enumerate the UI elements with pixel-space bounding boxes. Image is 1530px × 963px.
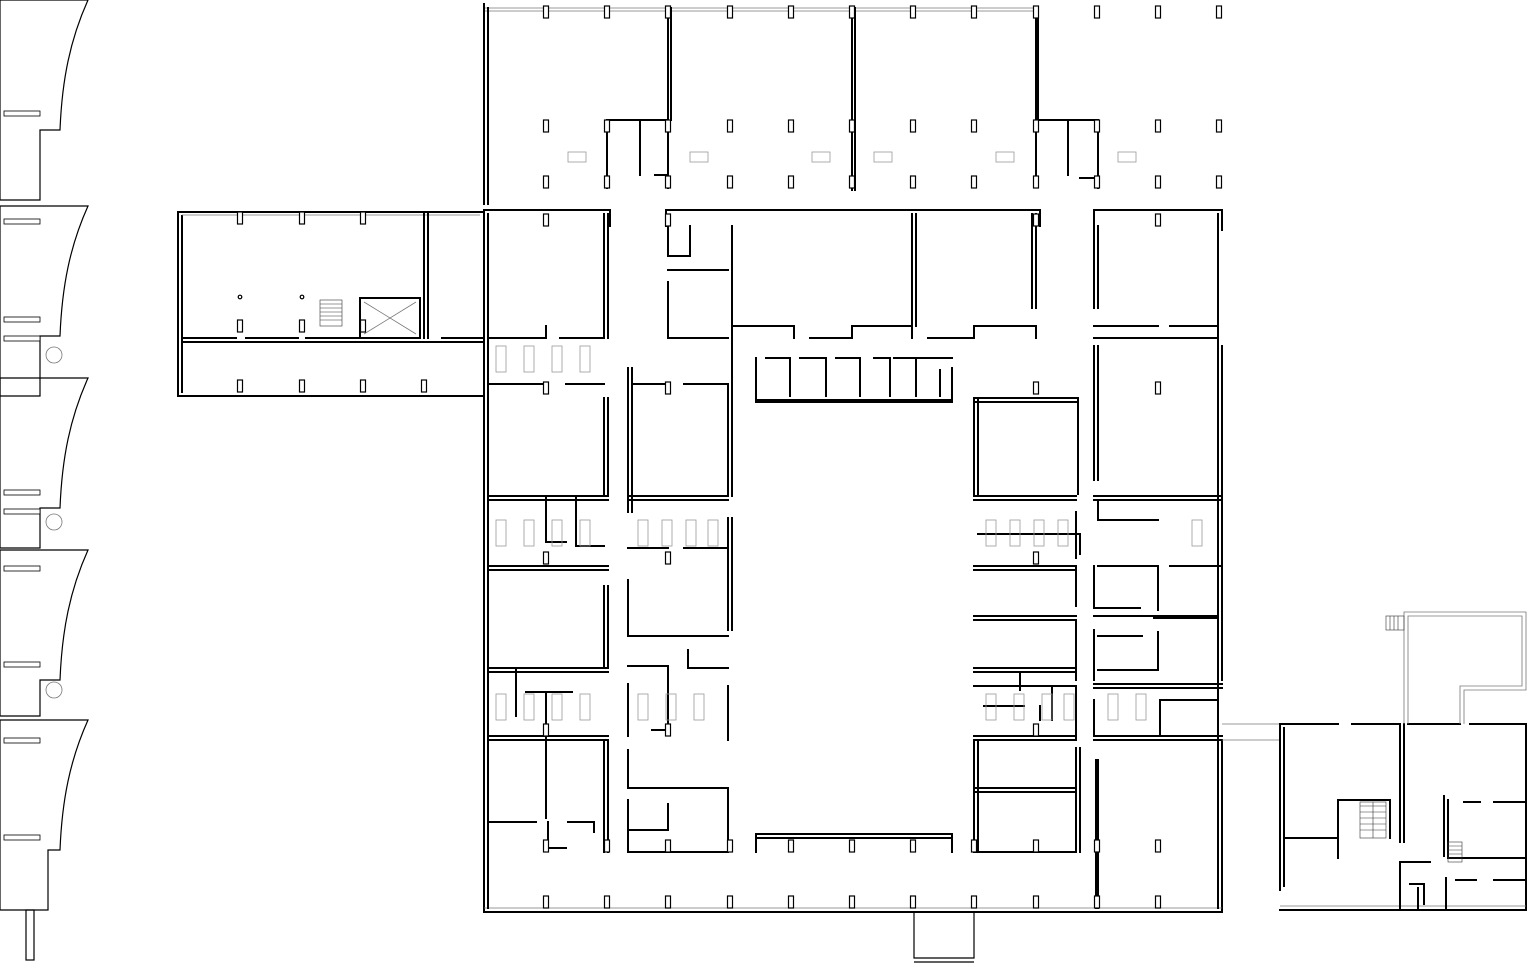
east-annex bbox=[1222, 611, 1527, 911]
column-4 bbox=[787, 5, 795, 19]
north-block bbox=[483, 3, 1137, 205]
column-69 bbox=[664, 213, 672, 227]
column-10 bbox=[1154, 5, 1162, 19]
column-2 bbox=[664, 5, 672, 19]
column-39 bbox=[236, 319, 244, 333]
column-73 bbox=[664, 381, 672, 395]
column-24 bbox=[542, 175, 550, 189]
column-70 bbox=[1032, 213, 1040, 227]
column-3 bbox=[726, 5, 734, 19]
column-51 bbox=[848, 839, 856, 853]
column-12 bbox=[542, 119, 550, 133]
column-9 bbox=[1093, 5, 1101, 19]
column-34 bbox=[1154, 175, 1162, 189]
column-23 bbox=[1215, 119, 1223, 133]
column-75 bbox=[1154, 381, 1162, 395]
column-1 bbox=[603, 5, 611, 19]
column-11 bbox=[1215, 5, 1223, 19]
column-71 bbox=[1154, 213, 1162, 227]
column-64 bbox=[970, 895, 978, 909]
column-46 bbox=[542, 839, 550, 853]
column-52 bbox=[909, 839, 917, 853]
column-6 bbox=[909, 5, 917, 19]
column-67 bbox=[1154, 895, 1162, 909]
column-25 bbox=[603, 175, 611, 189]
column-8 bbox=[1032, 5, 1040, 19]
column-56 bbox=[1154, 839, 1162, 853]
column-76 bbox=[542, 551, 550, 565]
column-74 bbox=[1032, 381, 1040, 395]
column-14 bbox=[664, 119, 672, 133]
column-21 bbox=[1093, 119, 1101, 133]
column-58 bbox=[603, 895, 611, 909]
left-curved-facade-strip bbox=[0, 0, 89, 961]
column-33 bbox=[1093, 175, 1101, 189]
column-50 bbox=[787, 839, 795, 853]
column-77 bbox=[664, 551, 672, 565]
column-65 bbox=[1032, 895, 1040, 909]
column-32 bbox=[1032, 175, 1040, 189]
column-55 bbox=[1093, 839, 1101, 853]
column-13 bbox=[603, 119, 611, 133]
column-47 bbox=[603, 839, 611, 853]
column-79 bbox=[542, 723, 550, 737]
column-18 bbox=[909, 119, 917, 133]
column-54 bbox=[1032, 839, 1040, 853]
structural-columns bbox=[236, 5, 1223, 909]
column-40 bbox=[298, 319, 306, 333]
column-59 bbox=[664, 895, 672, 909]
column-38 bbox=[359, 211, 367, 225]
column-19 bbox=[970, 119, 978, 133]
column-7 bbox=[970, 5, 978, 19]
column-42 bbox=[236, 379, 244, 393]
column-35 bbox=[1215, 175, 1223, 189]
column-37 bbox=[298, 211, 306, 225]
column-81 bbox=[1032, 723, 1040, 737]
column-41 bbox=[359, 319, 367, 333]
column-53 bbox=[970, 839, 978, 853]
column-5 bbox=[848, 5, 856, 19]
column-61 bbox=[787, 895, 795, 909]
column-31 bbox=[970, 175, 978, 189]
column-78 bbox=[1032, 551, 1040, 565]
west-wing bbox=[177, 211, 485, 397]
column-36 bbox=[236, 211, 244, 225]
column-48 bbox=[664, 839, 672, 853]
column-0 bbox=[542, 5, 550, 19]
column-17 bbox=[848, 119, 856, 133]
column-45 bbox=[420, 379, 428, 393]
column-80 bbox=[664, 723, 672, 737]
column-60 bbox=[726, 895, 734, 909]
column-62 bbox=[848, 895, 856, 909]
column-43 bbox=[298, 379, 306, 393]
column-27 bbox=[726, 175, 734, 189]
column-57 bbox=[542, 895, 550, 909]
column-72 bbox=[542, 381, 550, 395]
column-44 bbox=[359, 379, 367, 393]
column-26 bbox=[664, 175, 672, 189]
column-22 bbox=[1154, 119, 1162, 133]
column-15 bbox=[726, 119, 734, 133]
column-63 bbox=[909, 895, 917, 909]
column-29 bbox=[848, 175, 856, 189]
column-68 bbox=[542, 213, 550, 227]
column-30 bbox=[909, 175, 917, 189]
column-20 bbox=[1032, 119, 1040, 133]
column-49 bbox=[726, 839, 734, 853]
column-28 bbox=[787, 175, 795, 189]
column-66 bbox=[1093, 895, 1101, 909]
column-16 bbox=[787, 119, 795, 133]
